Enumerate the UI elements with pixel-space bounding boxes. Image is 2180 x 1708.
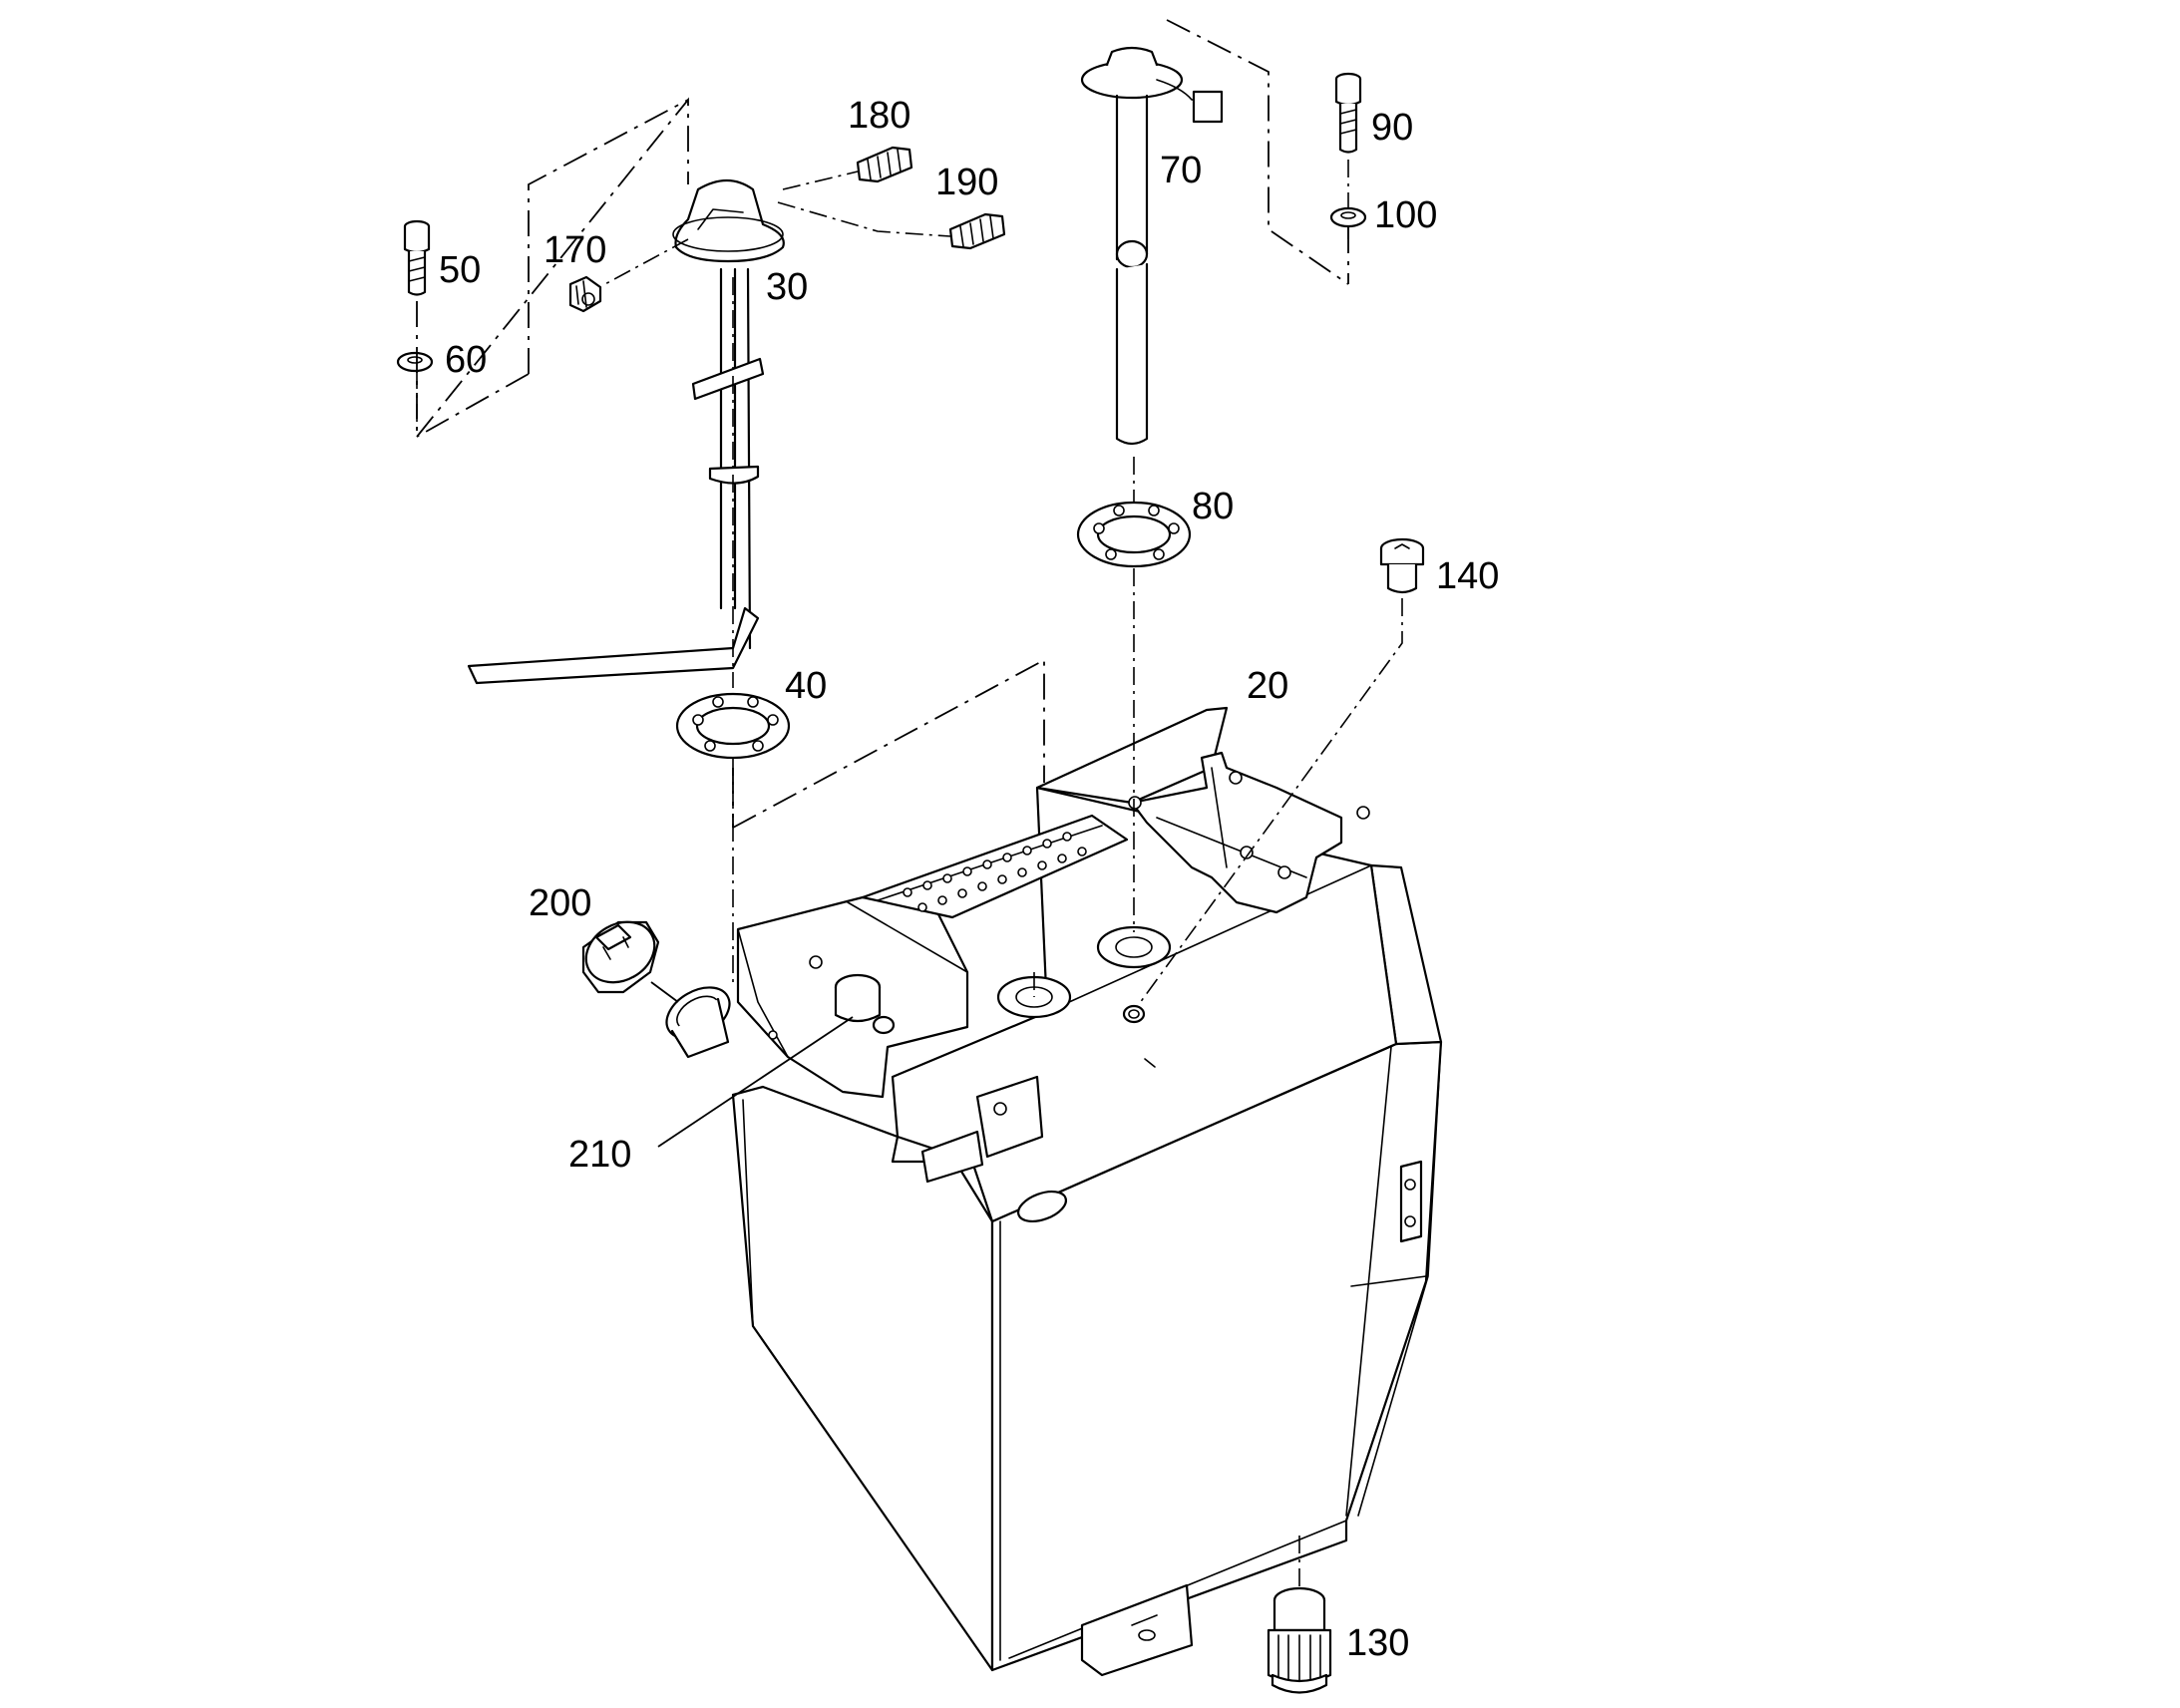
callout-20: 20 [1247, 665, 1288, 707]
callout-190: 190 [935, 162, 998, 203]
callout-130: 130 [1346, 1622, 1409, 1664]
part-140-plug [1379, 537, 1425, 594]
callout-140: 140 [1436, 555, 1499, 597]
callout-200: 200 [529, 882, 591, 924]
part-70-level-sensor [1080, 46, 1224, 446]
part-50-screw [403, 219, 431, 296]
callout-90: 90 [1371, 107, 1413, 149]
callout-180: 180 [848, 95, 910, 137]
callout-80: 80 [1192, 486, 1234, 527]
callout-60: 60 [445, 339, 487, 381]
callout-210: 210 [568, 1134, 631, 1176]
part-100-washer [1329, 206, 1367, 228]
part-80-gasket [1076, 501, 1192, 568]
callout-50: 50 [439, 249, 481, 291]
callout-labels: 20 30 40 50 60 70 80 90 100 130 140 170 … [439, 95, 1499, 1664]
part-180-fitting [856, 146, 913, 183]
callout-170: 170 [544, 229, 606, 271]
part-60-washer [396, 351, 434, 373]
part-130-drain-plug [1267, 1586, 1332, 1694]
grid-holes [903, 832, 1087, 912]
part-90-screw [1334, 72, 1362, 154]
part-40-gasket [675, 692, 791, 760]
callout-40: 40 [785, 665, 827, 707]
assembly-centerlines [416, 19, 1403, 1590]
part-200-filler-cap [581, 920, 660, 994]
callout-leaders [650, 981, 854, 1148]
part-190-fitting [948, 212, 1006, 250]
tank-body [665, 706, 1443, 1677]
part-170-plug [568, 275, 602, 313]
callout-30: 30 [766, 266, 808, 308]
callout-100: 100 [1374, 194, 1437, 236]
callout-70: 70 [1160, 150, 1202, 191]
part-30-suction-assembly [467, 178, 785, 685]
